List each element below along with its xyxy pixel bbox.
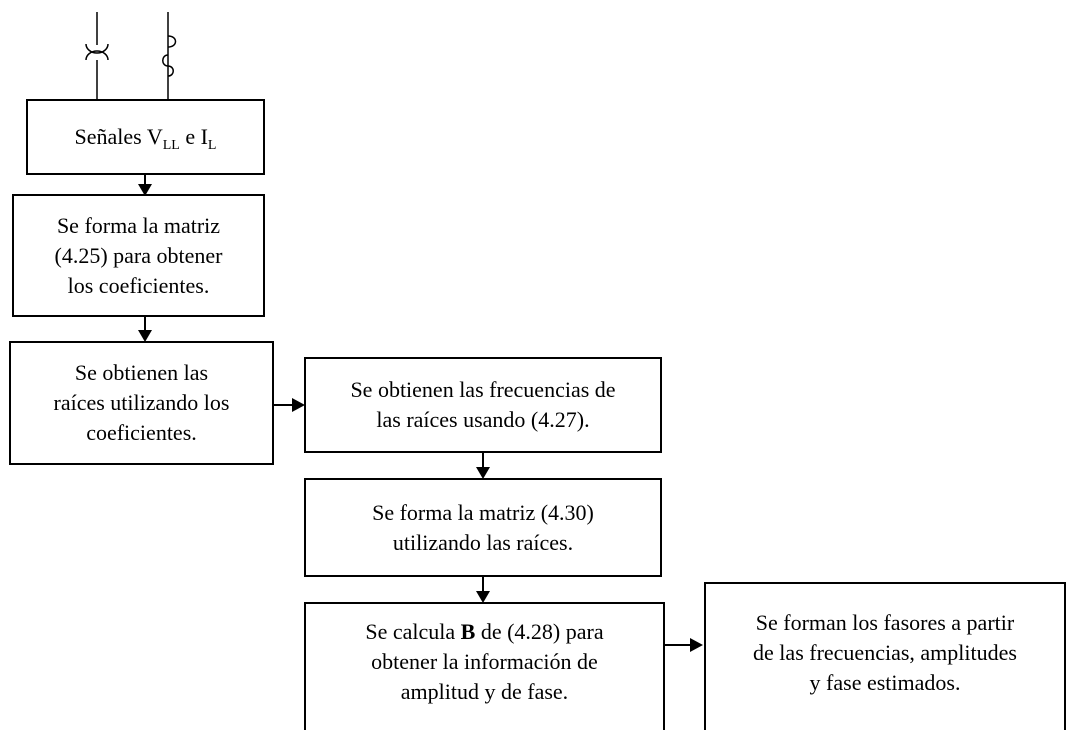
calcb-bold-b: B	[460, 619, 476, 644]
roots-line-1: Se obtienen las	[74, 360, 209, 385]
signals-label: Señales VLL e IL	[74, 124, 217, 153]
box-form-matrix: Se forma la matriz (4.25) para obtener l…	[12, 194, 265, 317]
frequencies-line-1: Se obtienen las frecuencias de	[350, 377, 616, 402]
phasors-line-2: de las frecuencias, amplitudes	[753, 640, 1017, 665]
form-matrix-line-2: (4.25) para obtener	[54, 242, 223, 268]
form-matrix-line-3: los coeficientes.	[67, 272, 210, 298]
roots-line-2: raíces utilizando los	[53, 390, 230, 415]
form-matrix-line-1: Se forma la matriz	[56, 212, 221, 238]
box-phasors: Se forman los fasores a partir de las fr…	[704, 582, 1066, 730]
voltage-transformer-icon	[85, 12, 109, 100]
box-calculate-b: Se calcula B de (4.28) para obtener la i…	[304, 602, 665, 730]
calcb-line-2: obtener la información de	[371, 649, 598, 674]
phasors-line-3: y fase estimados.	[809, 670, 961, 695]
box-roots: Se obtienen las raíces utilizando los co…	[9, 341, 274, 465]
matrix430-line-2: utilizando las raíces.	[392, 529, 574, 555]
current-transformer-icon	[162, 12, 177, 100]
frequencies-line-2: las raíces usando (4.27).	[376, 407, 590, 432]
box-signals: Señales VLL e IL	[26, 99, 265, 175]
box-matrix-430: Se forma la matriz (4.30) utilizando las…	[304, 478, 662, 577]
matrix430-line-1: Se forma la matriz (4.30)	[372, 499, 594, 525]
phasors-line-1: Se forman los fasores a partir	[755, 610, 1015, 635]
roots-line-3: coeficientes.	[86, 420, 197, 445]
calcb-line-3: amplitud y de fase.	[400, 679, 569, 704]
box-frequencies: Se obtienen las frecuencias de las raíce…	[304, 357, 662, 453]
calcb-line-1: Se calcula B de (4.28) para	[365, 619, 604, 644]
